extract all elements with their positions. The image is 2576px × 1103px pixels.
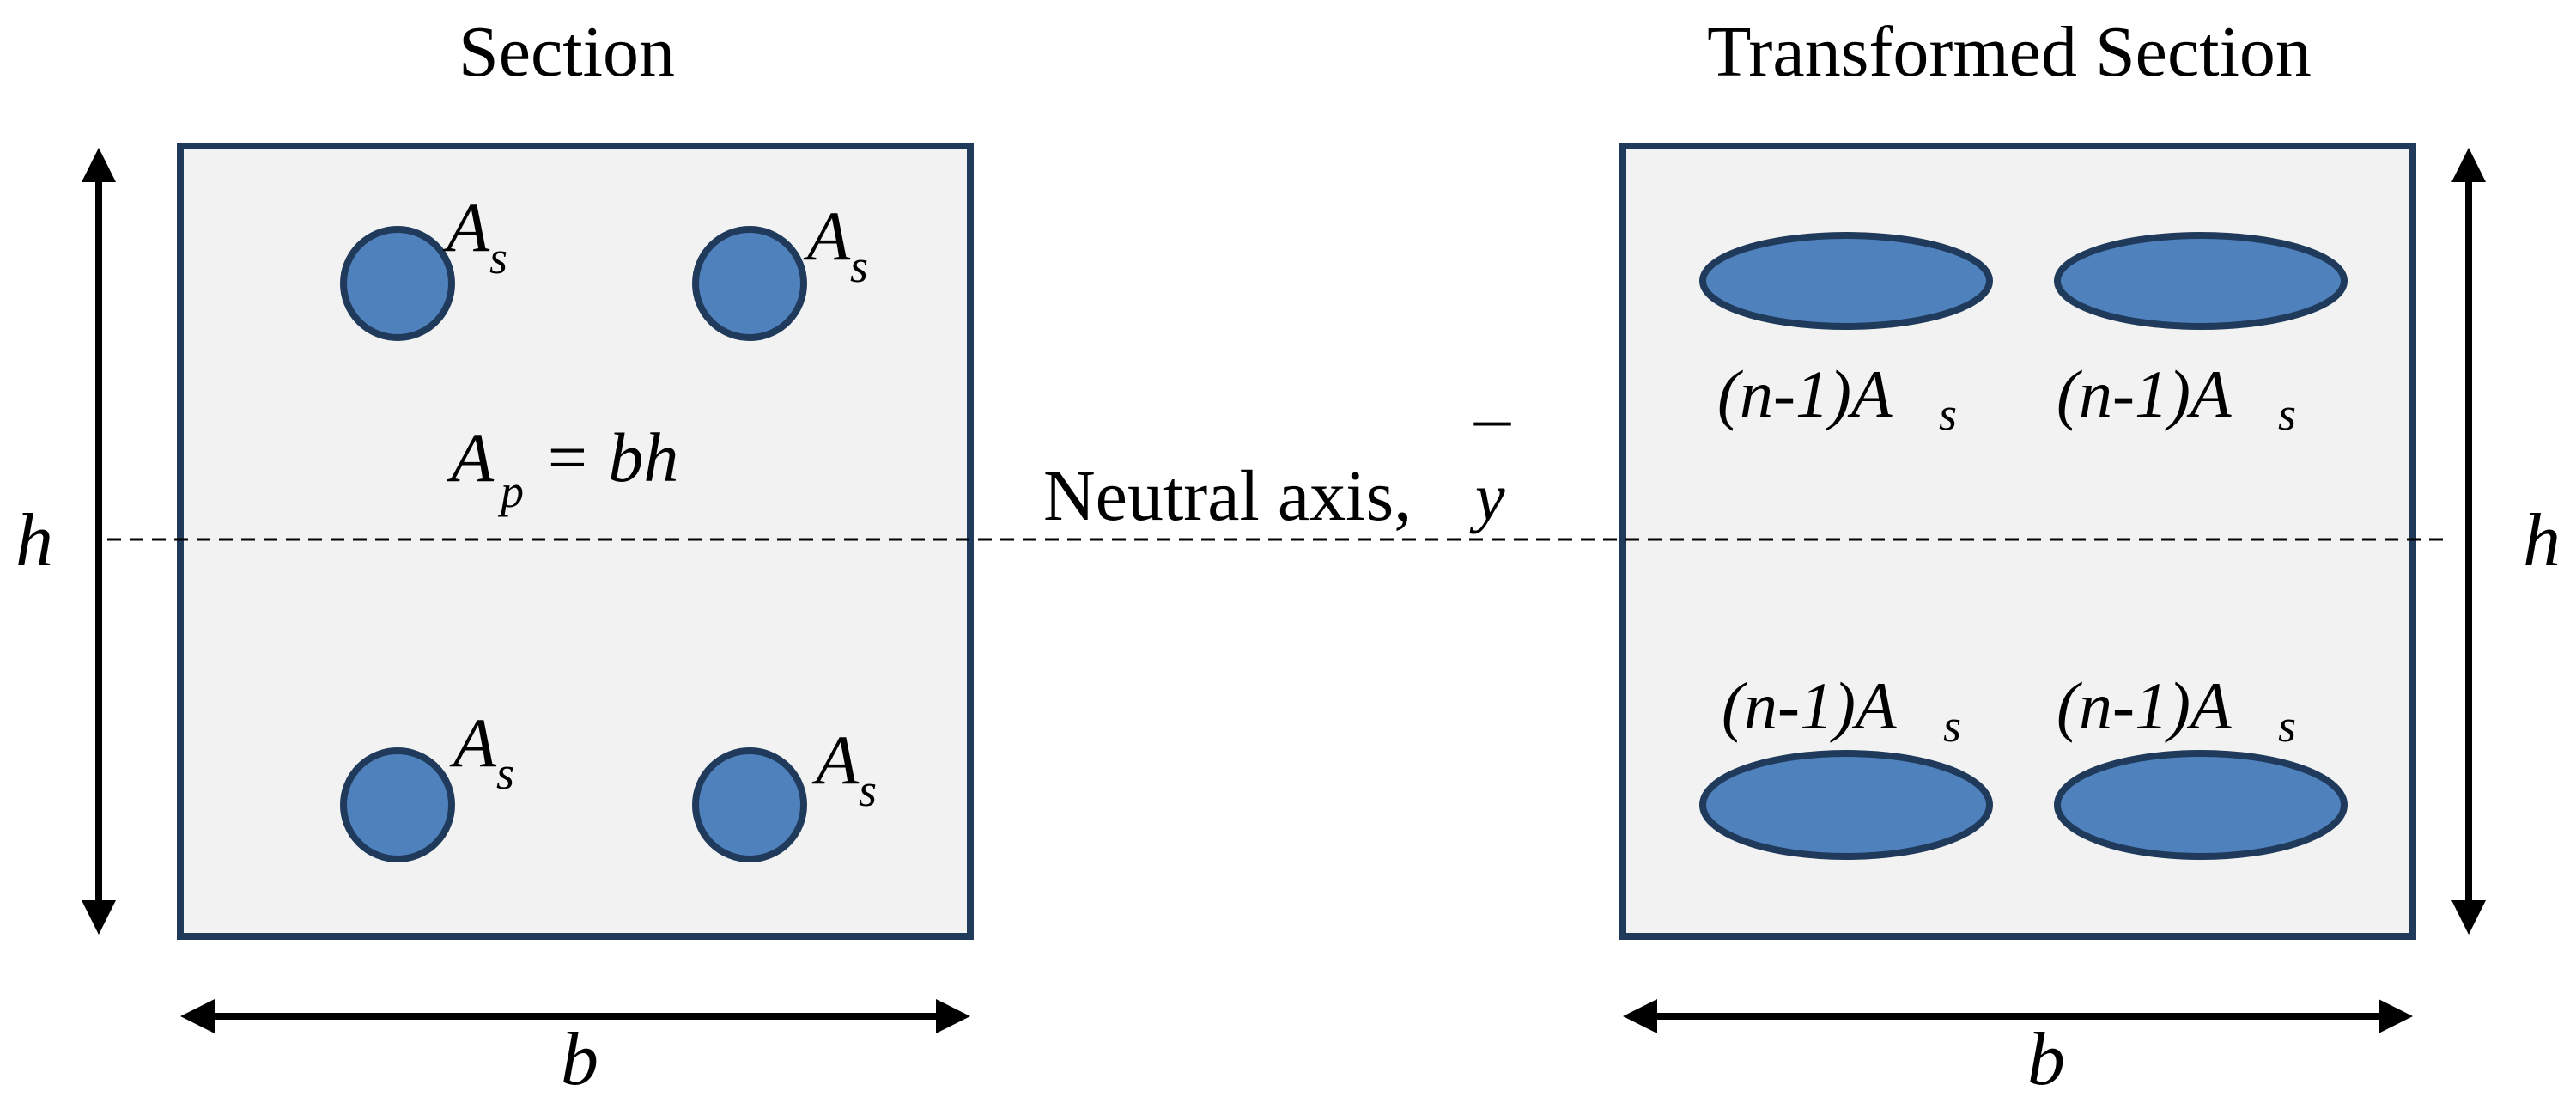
left-width-dimension: b [180, 999, 970, 1101]
svg-text:(n-1)A: (n-1)A [2057, 356, 2232, 431]
right-width-dimension: b [1623, 999, 2413, 1101]
svg-text:s: s [2278, 700, 2296, 752]
svg-text:Neutral axis,: Neutral axis, [1043, 456, 1430, 536]
left-section-box [177, 143, 974, 940]
svg-text:s: s [1943, 700, 1961, 752]
svg-text:s: s [850, 241, 868, 292]
left-bar-top-right [692, 226, 807, 341]
right-bar-label-bottom-right: (n-1)A s [2057, 668, 2296, 752]
neutral-axis: Neutral axis, y ¯ [107, 413, 2451, 541]
svg-text:= bh: = bh [526, 418, 678, 497]
right-section-title: Transformed Section [1707, 12, 2312, 92]
svg-text:s: s [859, 765, 877, 816]
left-bar-label-top-left: A s [442, 188, 507, 283]
right-bar-top-left [1699, 232, 1993, 330]
svg-text:p: p [497, 466, 524, 517]
right-bar-label-top-left: (n-1)A s [1717, 356, 1957, 440]
right-height-label: h [2523, 499, 2561, 582]
right-bar-top-right [2054, 232, 2348, 330]
right-width-arrow-head-left [1623, 999, 1657, 1033]
left-bar-label-bottom-right: A s [811, 721, 877, 816]
neutral-axis-label: Neutral axis, y ¯ [1043, 413, 1511, 536]
left-section-title: Section [459, 12, 675, 92]
svg-text:s: s [1939, 388, 1957, 440]
right-bar-bottom-right [2054, 750, 2348, 860]
right-bar-label-top-right: (n-1)A s [2057, 356, 2296, 440]
left-bar-label-bottom-left: A s [449, 704, 514, 799]
right-height-arrow-head-bottom [2451, 900, 2486, 935]
svg-text:A: A [447, 418, 495, 497]
left-width-arrow-head-right [936, 999, 970, 1033]
right-width-label: b [2027, 1018, 2065, 1101]
svg-text:s: s [2278, 388, 2296, 440]
right-width-arrow-head-right [2379, 999, 2413, 1033]
right-section-panel: Transformed Section (n-1)A s (n-1)A s (n… [1619, 12, 2561, 1101]
svg-text:¯: ¯ [1473, 413, 1511, 493]
gross-area-label: A p = bh [447, 418, 678, 517]
left-width-arrow-head-left [180, 999, 215, 1033]
left-bar-label-top-right: A s [803, 197, 868, 292]
left-bar-top-left [340, 226, 455, 341]
svg-text:A: A [449, 704, 497, 782]
svg-text:A: A [803, 197, 851, 275]
left-section-panel: Section A s A s A s A s A p = bh [15, 12, 974, 1101]
svg-text:A: A [442, 188, 490, 266]
right-bar-bottom-left [1699, 750, 1993, 860]
left-height-label: h [15, 499, 53, 582]
right-height-arrow-head-top [2451, 148, 2486, 182]
right-bar-label-bottom-left: (n-1)A s [1722, 668, 1961, 752]
svg-text:(n-1)A: (n-1)A [2057, 668, 2232, 743]
svg-text:(n-1)A: (n-1)A [1722, 668, 1897, 743]
left-height-arrow-head-top [82, 148, 116, 182]
svg-text:s: s [489, 232, 507, 283]
svg-text:(n-1)A: (n-1)A [1717, 356, 1893, 431]
left-height-arrow-head-bottom [82, 900, 116, 935]
right-height-dimension: h [2451, 148, 2561, 935]
svg-text:A: A [811, 721, 860, 799]
left-bar-bottom-left [340, 747, 455, 862]
svg-text:y: y [1469, 460, 1505, 534]
left-bar-bottom-right [692, 747, 807, 862]
left-width-label: b [561, 1018, 598, 1101]
left-height-dimension: h [15, 148, 116, 935]
svg-text:s: s [496, 747, 514, 799]
